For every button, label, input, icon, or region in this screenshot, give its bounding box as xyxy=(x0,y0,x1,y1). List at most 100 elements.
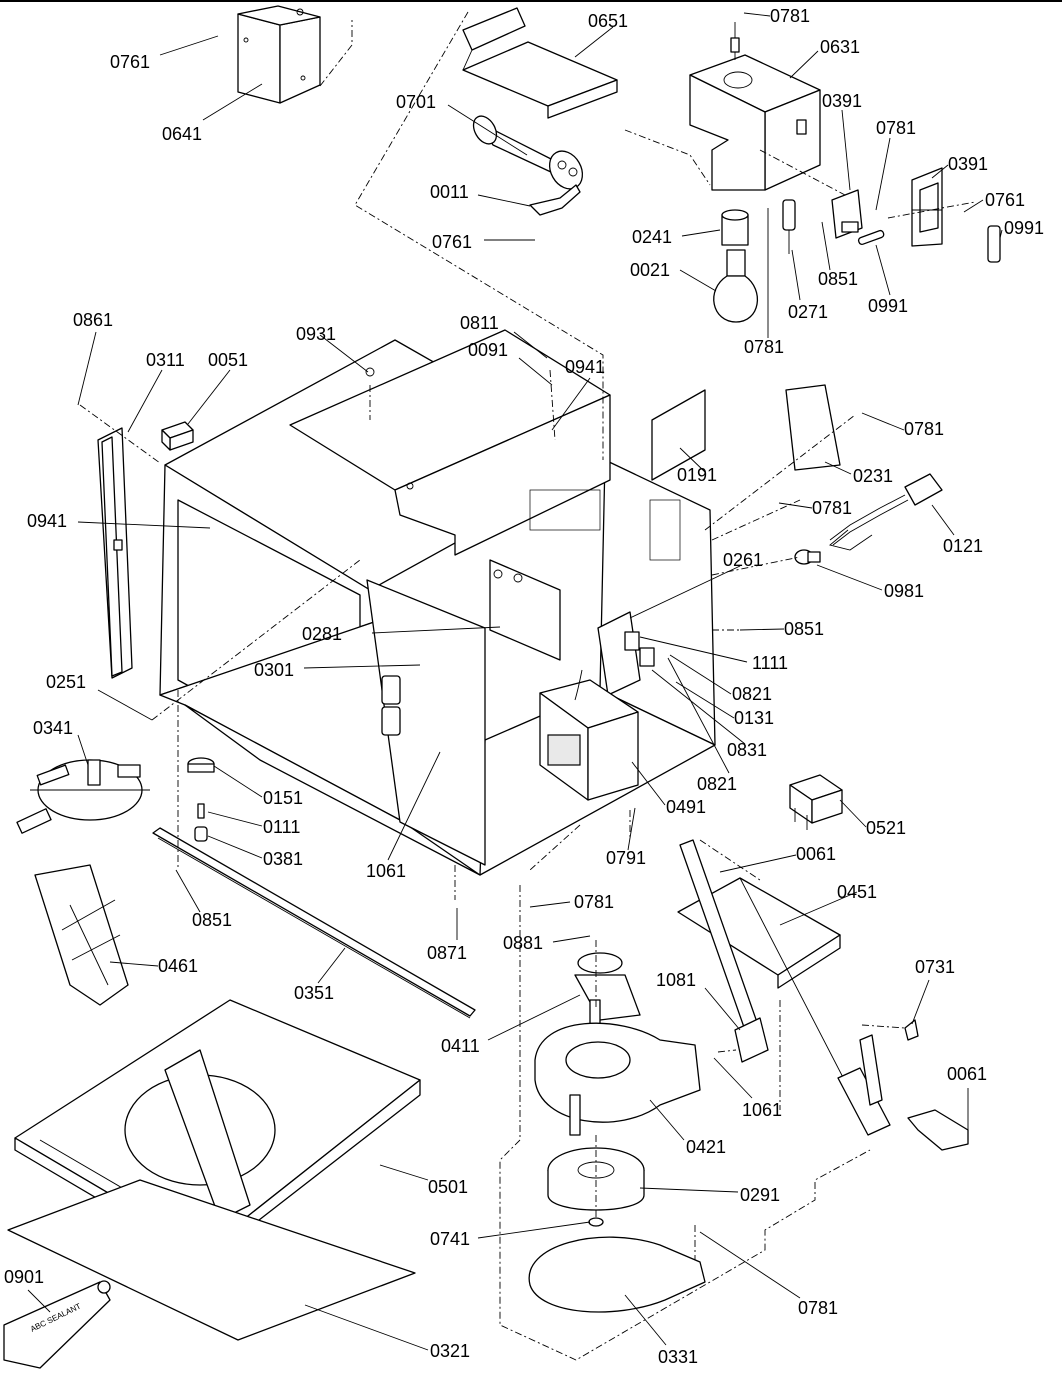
label-0811: 0811 xyxy=(460,313,499,333)
label-0791: 0791 xyxy=(606,848,646,868)
label-0131: 0131 xyxy=(734,708,774,728)
label-0261: 0261 xyxy=(723,550,763,570)
fuse-0991a-drawing xyxy=(987,225,1001,263)
label-1061b: 1061 xyxy=(742,1100,782,1120)
transformer-0491-drawing xyxy=(539,669,639,801)
label-0631: 0631 xyxy=(820,37,860,57)
power-cord-0121-drawing xyxy=(829,473,943,551)
label-0641: 0641 xyxy=(162,124,202,144)
switch-bracket-0391a-drawing xyxy=(831,189,863,239)
label-0741: 0741 xyxy=(430,1229,470,1249)
mat-0321-drawing xyxy=(7,1179,416,1341)
cabinet-main-drawing xyxy=(159,329,716,876)
label-0351: 0351 xyxy=(294,983,334,1003)
roller-0151-drawing xyxy=(187,757,215,773)
label-0991a: 0991 xyxy=(1004,218,1044,238)
label-0271: 0271 xyxy=(788,302,828,322)
label-0651: 0651 xyxy=(588,11,628,31)
label-0781c: 0781 xyxy=(744,337,784,357)
label-0291: 0291 xyxy=(740,1185,780,1205)
bracket-0631-drawing xyxy=(689,22,821,191)
label-0501: 0501 xyxy=(428,1177,468,1197)
label-0241: 0241 xyxy=(632,227,672,247)
panel-0191-drawing xyxy=(651,389,706,481)
nut-0741-drawing xyxy=(588,1217,604,1227)
label-0861: 0861 xyxy=(73,310,113,330)
bracket-0061b-drawing xyxy=(907,1109,969,1151)
label-0061b: 0061 xyxy=(947,1064,987,1084)
label-1111: 1111 xyxy=(752,653,788,673)
label-0781a: 0781 xyxy=(770,6,810,26)
label-0311: 0311 xyxy=(146,350,185,370)
foam-0051-drawing xyxy=(161,421,194,451)
label-0191: 0191 xyxy=(677,465,717,485)
switch-1081-drawing xyxy=(734,1017,769,1063)
screw-0111-drawing xyxy=(197,803,205,819)
label-0461: 0461 xyxy=(158,956,198,976)
switch-bracket-0391b-drawing xyxy=(911,167,943,247)
label-0411: 0411 xyxy=(441,1036,480,1056)
label-0091: 0091 xyxy=(468,340,508,360)
bracket-0641-drawing xyxy=(237,5,321,104)
sealant-tube-0901-drawing: ABC SEALANT xyxy=(3,1280,111,1369)
label-0521: 0521 xyxy=(866,818,906,838)
lamp-bulb-0021-drawing xyxy=(713,249,759,323)
label-0781g: 0781 xyxy=(798,1298,838,1318)
label-0761c: 0761 xyxy=(985,190,1025,210)
label-0821a: 0821 xyxy=(732,684,772,704)
label-0121: 0121 xyxy=(943,536,983,556)
label-0011: 0011 xyxy=(430,182,469,202)
label-0301: 0301 xyxy=(254,660,294,680)
label-0871: 0871 xyxy=(427,943,467,963)
transformer-0521-drawing xyxy=(789,774,843,830)
label-0941b: 0941 xyxy=(27,511,67,531)
label-0991b: 0991 xyxy=(868,296,908,316)
label-0491: 0491 xyxy=(666,797,706,817)
label-1081: 1081 xyxy=(656,970,696,990)
label-0331: 0331 xyxy=(658,1347,698,1367)
rail-0351-drawing xyxy=(152,827,476,1019)
label-0281: 0281 xyxy=(302,624,342,644)
label-0901: 0901 xyxy=(4,1267,44,1287)
label-0391b: 0391 xyxy=(948,154,988,174)
label-0881: 0881 xyxy=(503,933,543,953)
label-0051: 0051 xyxy=(208,350,248,370)
label-0231: 0231 xyxy=(853,466,893,486)
label-0981: 0981 xyxy=(884,581,924,601)
label-0851a: 0851 xyxy=(818,269,858,289)
lamp-socket-0241-drawing xyxy=(721,209,749,246)
blower-housing-0421-drawing xyxy=(534,1022,701,1136)
label-0931: 0931 xyxy=(296,324,336,344)
fuse-0991b-drawing xyxy=(857,229,885,246)
label-0111: 0111 xyxy=(263,817,300,837)
label-0781e: 0781 xyxy=(812,498,852,518)
label-0321: 0321 xyxy=(430,1341,470,1361)
label-0781f: 0781 xyxy=(574,892,614,912)
cover-0651-drawing xyxy=(462,7,618,119)
thermal-0271-drawing xyxy=(782,199,796,254)
bracket-0061a-drawing xyxy=(679,839,891,1136)
motor-0411-drawing xyxy=(574,952,641,1031)
label-0421: 0421 xyxy=(686,1137,726,1157)
label-0761b: 0761 xyxy=(432,232,472,252)
label-0341: 0341 xyxy=(33,718,73,738)
label-0821b: 0821 xyxy=(697,774,737,794)
label-0851c: 0851 xyxy=(192,910,232,930)
label-0781d: 0781 xyxy=(904,419,944,439)
strain-relief-0981-drawing xyxy=(794,549,821,565)
label-0701: 0701 xyxy=(396,92,436,112)
assembly-lines xyxy=(79,11,976,1361)
switch-group-0261-drawing xyxy=(597,611,655,696)
label-0061a: 0061 xyxy=(796,844,836,864)
spacer-0381-drawing xyxy=(194,826,208,842)
clip-0731-drawing xyxy=(904,1019,919,1041)
label-1061a: 1061 xyxy=(366,861,406,881)
label-0251: 0251 xyxy=(46,672,86,692)
label-0451: 0451 xyxy=(837,882,877,902)
label-0021: 0021 xyxy=(630,260,670,280)
label-0731: 0731 xyxy=(915,957,955,977)
panel-0231-drawing xyxy=(785,384,841,471)
plate-0331-drawing xyxy=(528,1236,706,1313)
label-0381: 0381 xyxy=(263,849,303,869)
